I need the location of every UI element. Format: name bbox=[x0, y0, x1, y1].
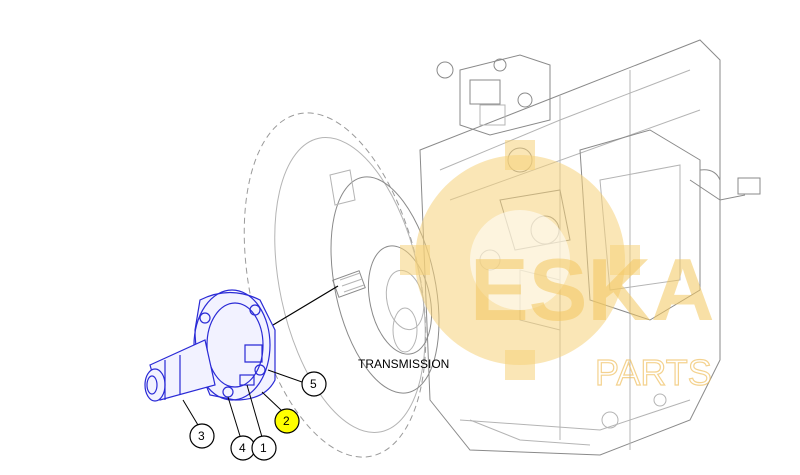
callout-5-number: 5 bbox=[310, 377, 317, 391]
callout-3[interactable] bbox=[189, 423, 215, 449]
watermark-brand: ESKA bbox=[470, 240, 715, 339]
watermark-logo: ESKA PARTS bbox=[400, 140, 715, 394]
assembly-line bbox=[267, 285, 339, 329]
callouts: TRANSMISSION 5 2 3 4 1 bbox=[182, 357, 449, 461]
pump-assembly bbox=[144, 289, 276, 402]
transmission-label: TRANSMISSION bbox=[358, 357, 449, 371]
callout-2-number: 2 bbox=[283, 414, 290, 428]
callout-5[interactable] bbox=[301, 371, 327, 397]
callout-4-number: 4 bbox=[239, 441, 246, 455]
callout-1-number: 1 bbox=[260, 441, 267, 455]
callout-2[interactable] bbox=[274, 408, 300, 434]
callout-3-number: 3 bbox=[198, 429, 205, 443]
callout-1[interactable] bbox=[251, 435, 277, 461]
watermark-sub: PARTS bbox=[595, 352, 712, 393]
